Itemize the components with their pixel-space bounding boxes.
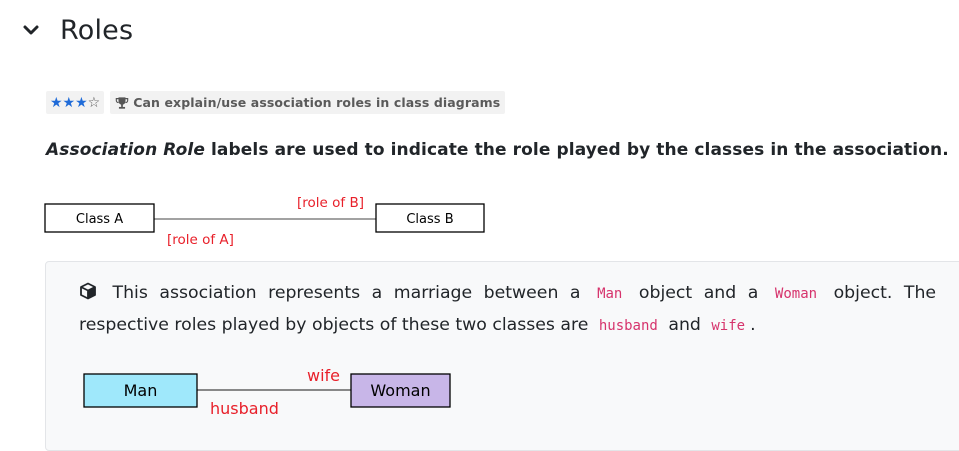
example-text-part-3: object. The respective roles played by o… bbox=[79, 283, 937, 335]
example-text: This association represents a marriage b… bbox=[79, 278, 936, 342]
woman-class-box bbox=[350, 373, 451, 408]
code-woman: Woman bbox=[774, 286, 818, 302]
code-man: Man bbox=[597, 286, 623, 302]
example-text-part-2: object and a bbox=[638, 283, 759, 303]
definition-sentence: Association Role labels are used to indi… bbox=[46, 140, 949, 160]
difficulty-stars: ★★★☆ bbox=[46, 91, 105, 114]
badge-row: ★★★☆ Can explain/use association roles i… bbox=[46, 91, 506, 114]
cube-icon bbox=[80, 282, 96, 300]
learning-outcome-text: Can explain/use association roles in cla… bbox=[133, 95, 501, 110]
learning-outcome-badge: Can explain/use association roles in cla… bbox=[110, 91, 506, 114]
man-class-box bbox=[83, 373, 198, 408]
code-husband: husband bbox=[598, 318, 658, 334]
class-b-label: Class B bbox=[406, 212, 453, 227]
example-text-part-5: . bbox=[750, 315, 756, 335]
wife-role-label: wife bbox=[307, 366, 340, 385]
role-of-b-label: [role of B] bbox=[297, 195, 364, 211]
trophy-icon bbox=[115, 96, 129, 109]
woman-class-label: Woman bbox=[370, 381, 430, 400]
marriage-diagram: Man Woman wife husband bbox=[83, 366, 451, 418]
generic-role-diagram: Class A Class B [role of B] [role of A] bbox=[44, 195, 485, 248]
class-b-box bbox=[375, 203, 485, 233]
example-text-part-4: and bbox=[668, 315, 701, 335]
code-wife: wife bbox=[711, 318, 746, 334]
example-text-part-1: This association represents a marriage b… bbox=[112, 283, 581, 303]
husband-role-label: husband bbox=[210, 399, 279, 418]
class-a-box bbox=[44, 203, 155, 233]
example-panel: This association represents a marriage b… bbox=[45, 261, 959, 451]
role-of-a-label: [role of A] bbox=[167, 232, 234, 248]
section-header[interactable]: Roles bbox=[22, 10, 133, 50]
definition-term: Association Role bbox=[46, 140, 205, 160]
section-title: Roles bbox=[60, 14, 134, 46]
chevron-down-icon[interactable] bbox=[22, 21, 40, 39]
class-a-label: Class A bbox=[76, 212, 123, 227]
man-class-label: Man bbox=[124, 381, 158, 400]
stars-empty: ☆ bbox=[87, 94, 101, 111]
stars-full: ★★★ bbox=[50, 94, 88, 111]
definition-rest: labels are used to indicate the role pla… bbox=[204, 140, 949, 160]
